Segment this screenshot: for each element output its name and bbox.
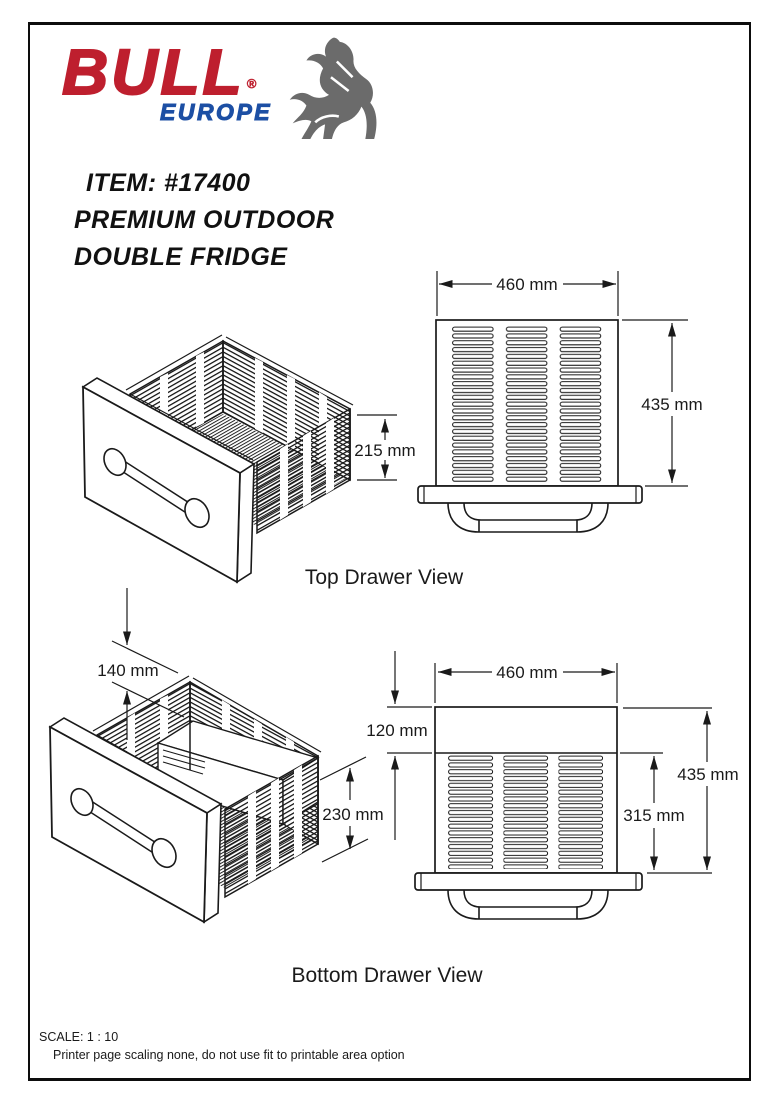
- scale-note: SCALE: 1 : 10: [39, 1030, 119, 1044]
- bull-logo-icon: [279, 34, 379, 147]
- dim-top-front-width: 460 mm: [496, 275, 557, 294]
- dim-top-iso-height: 215 mm: [354, 441, 415, 460]
- printer-note: Printer page scaling none, do not use fi…: [53, 1048, 405, 1062]
- dim-bottom-front-lines: [387, 651, 712, 874]
- brand-logo-text: BULL®: [61, 39, 257, 105]
- dim-bottom-top-offset: 120 mm: [366, 721, 427, 740]
- dim-top-iso-height-lines: [357, 414, 397, 481]
- item-heading: ITEM: #17400 PREMIUM OUTDOOR DOUBLE FRID…: [74, 165, 334, 276]
- dim-bottom-step-lines: [111, 588, 185, 740]
- page-border-frame: [28, 22, 751, 1081]
- dim-bottom-step-depth: 140 mm: [97, 661, 158, 680]
- brand-region-text: EUROPE: [159, 99, 273, 126]
- bottom-drawer-front-view-drawing: [414, 706, 643, 920]
- dim-top-front-lines: [436, 271, 688, 487]
- dim-bottom-front-height: 435 mm: [677, 765, 738, 784]
- item-title-line-1: PREMIUM OUTDOOR: [74, 206, 335, 234]
- item-number: ITEM: #17400: [86, 169, 251, 197]
- dim-bottom-vent-height: 315 mm: [623, 806, 684, 825]
- dim-bottom-iso-height-lines: [319, 756, 369, 863]
- top-drawer-front-view-drawing: [417, 319, 643, 533]
- top-drawer-isometric-drawing: [81, 334, 354, 584]
- registered-mark: ®: [246, 76, 257, 91]
- brand-name: BULL: [61, 36, 245, 108]
- dim-bottom-iso-height: 230 mm: [322, 805, 383, 824]
- dim-bottom-front-width: 460 mm: [496, 663, 557, 682]
- top-drawer-view-label: Top Drawer View: [305, 566, 464, 589]
- bottom-drawer-view-label: Bottom Drawer View: [291, 964, 483, 987]
- item-title-line-2: DOUBLE FRIDGE: [74, 243, 288, 271]
- dim-top-front-height: 435 mm: [641, 395, 702, 414]
- bottom-drawer-isometric-drawing: [48, 675, 322, 924]
